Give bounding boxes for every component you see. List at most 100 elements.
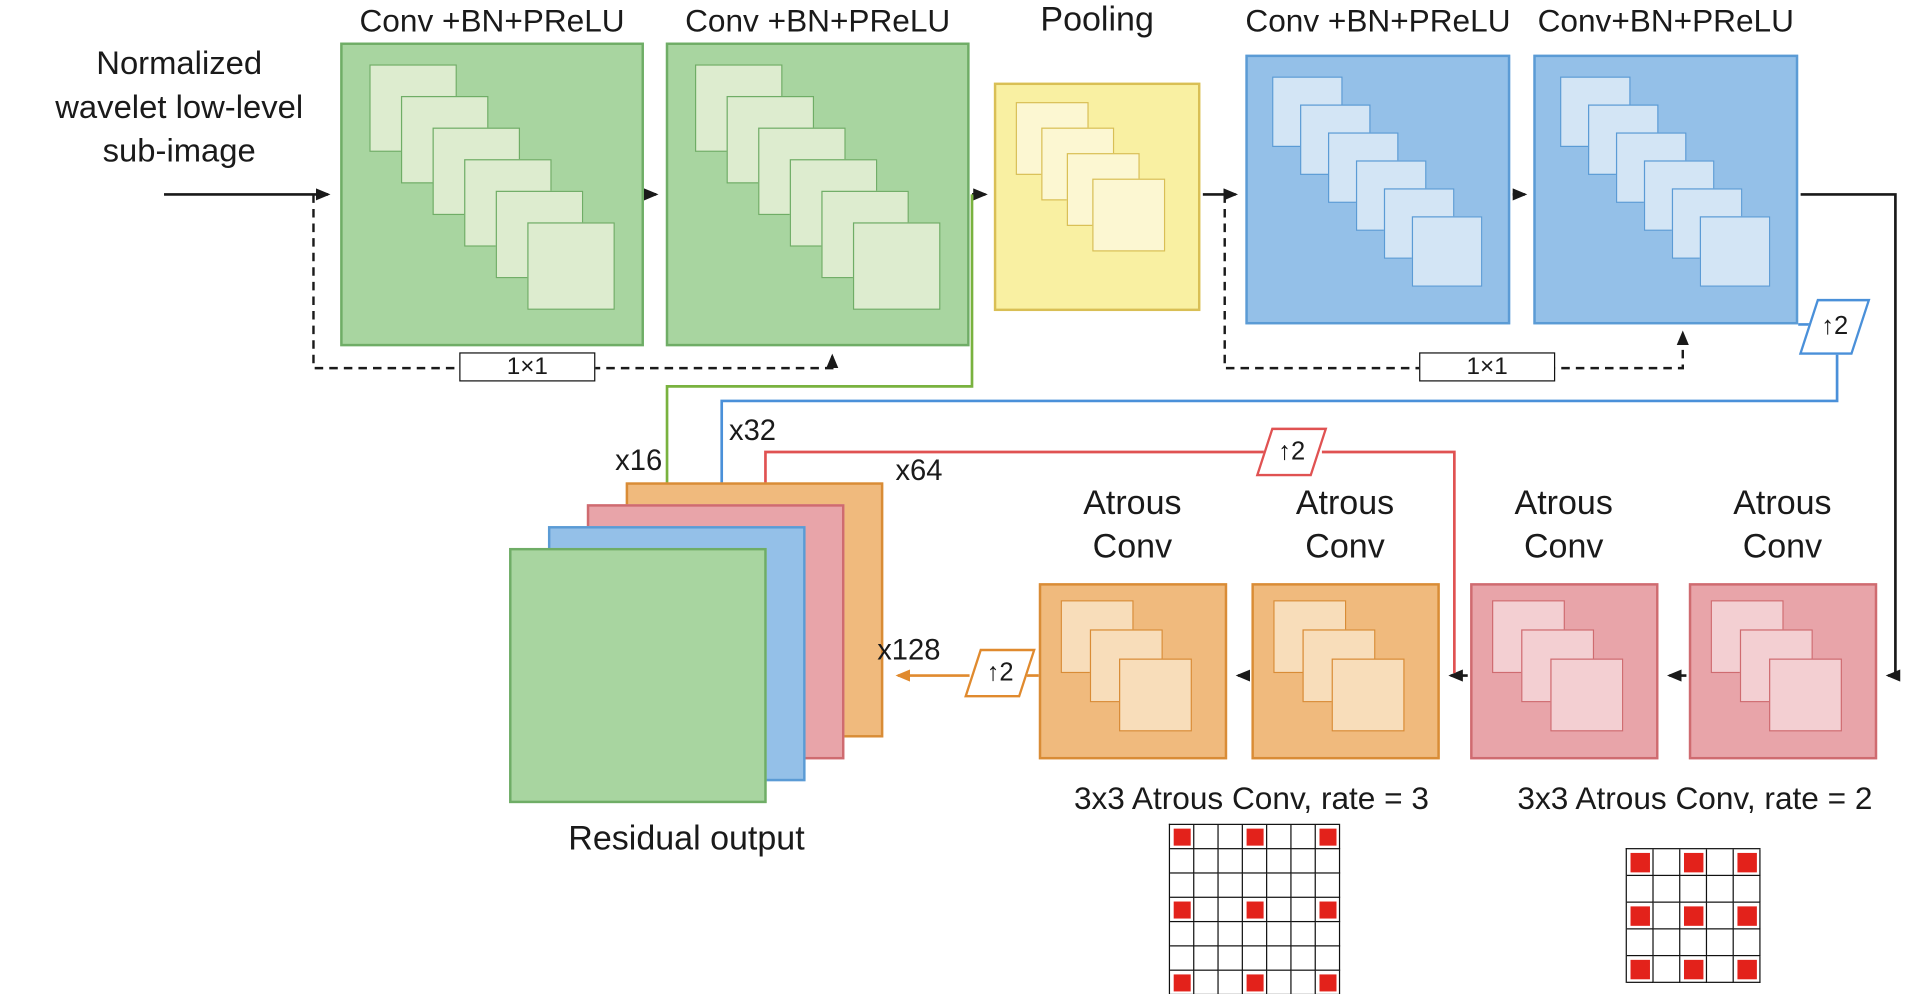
- grid-cell: [1218, 946, 1243, 971]
- upsample-x2-orange-label: ↑2: [986, 658, 1014, 687]
- grid-cell-marked: [1626, 956, 1654, 983]
- grid-cell: [1291, 922, 1316, 947]
- grid-cell-marked: [1170, 897, 1195, 923]
- grid-cell: [1626, 929, 1654, 957]
- atrous-block-red-2: [1688, 583, 1878, 760]
- grid-cell: [1626, 876, 1654, 903]
- grid-cell: [1315, 946, 1341, 971]
- grid-cell: [1733, 929, 1761, 957]
- channel-line-x32: [720, 352, 1839, 488]
- grid-cell: [1680, 929, 1708, 957]
- grid-cell: [1194, 946, 1219, 971]
- grid-cell: [1267, 824, 1292, 850]
- grid-cell: [1707, 902, 1734, 930]
- grid-cell: [1291, 873, 1316, 898]
- feature-map-square: [1092, 178, 1166, 252]
- channel-label-x16: x16: [615, 444, 663, 478]
- grid-cell-marked: [1626, 902, 1654, 930]
- grid-cell-marked: [1315, 897, 1341, 923]
- conv-blue2-title: Conv+BN+PReLU: [1537, 2, 1794, 39]
- feature-map-square: [1699, 216, 1771, 287]
- feature-map-square: [1550, 658, 1624, 732]
- grid-cell: [1194, 824, 1219, 850]
- atrous-block-orange-1: [1038, 583, 1228, 760]
- feature-map-square: [1331, 658, 1405, 732]
- grid-cell: [1653, 956, 1681, 983]
- channel-line-x64: [764, 450, 1267, 488]
- residual-layer-green: [509, 547, 767, 804]
- grid-cell: [1194, 970, 1219, 994]
- grid-cell-marked: [1170, 824, 1195, 850]
- grid-cell: [1315, 849, 1341, 874]
- skip-1x1-box-1: 1×1: [459, 352, 596, 382]
- flow-blue2-to-atrous: [1800, 193, 1901, 682]
- feature-map-square: [852, 222, 941, 310]
- grid-cell: [1653, 876, 1681, 903]
- grid-cell: [1218, 970, 1243, 994]
- grid-cell: [1242, 922, 1268, 947]
- grid-cell: [1218, 849, 1243, 874]
- grid-cell: [1291, 970, 1316, 994]
- upsample-x2-blue-label: ↑2: [1821, 312, 1849, 341]
- grid-cell: [1707, 929, 1734, 957]
- grid-cell: [1194, 873, 1219, 898]
- atrous1-title: Atrous Conv: [1083, 483, 1182, 565]
- feature-map-square: [527, 222, 615, 310]
- conv-block-blue-1: [1245, 54, 1511, 325]
- atrous3-title: Atrous Conv: [1514, 483, 1613, 565]
- channel-label-x128: x128: [877, 634, 941, 668]
- channel-label-x64: x64: [895, 454, 943, 488]
- feature-map-square: [1411, 216, 1483, 287]
- grid-cell: [1170, 922, 1195, 947]
- grid-cell: [1267, 897, 1292, 923]
- grid-cell: [1218, 873, 1243, 898]
- input-label: Normalized wavelet low-level sub-image: [55, 44, 304, 169]
- grid-cell: [1707, 849, 1734, 877]
- grid-cell: [1170, 849, 1195, 874]
- grid-cell-marked: [1680, 902, 1708, 930]
- grid-cell: [1170, 946, 1195, 971]
- grid-cell: [1315, 873, 1341, 898]
- grid-cell: [1170, 873, 1195, 898]
- grid-cell: [1218, 824, 1243, 850]
- grid-cell-marked: [1315, 970, 1341, 994]
- grid-cell: [1291, 824, 1316, 850]
- grid-cell: [1194, 849, 1219, 874]
- grid-cell-marked: [1170, 970, 1195, 994]
- atrous2-title: Atrous Conv: [1295, 483, 1395, 565]
- channel-line-x16: [665, 194, 974, 488]
- grid-cell: [1680, 876, 1708, 903]
- grid-cell-marked: [1680, 956, 1708, 983]
- grid-cell: [1242, 873, 1268, 898]
- pooling-block: [993, 82, 1201, 312]
- grid-cell: [1291, 897, 1316, 923]
- grid-cell-marked: [1315, 824, 1341, 850]
- grid-cell: [1242, 849, 1268, 874]
- channel-label-x32: x32: [729, 414, 777, 448]
- grid-cell-marked: [1733, 849, 1761, 877]
- conv-green2-title: Conv +BN+PReLU: [685, 2, 951, 39]
- skip-connection-2: [1223, 194, 1689, 370]
- grid-cell: [1242, 946, 1268, 971]
- skip-1x1-label-1: 1×1: [506, 352, 548, 380]
- grid-cell-marked: [1733, 902, 1761, 930]
- grid-cell: [1653, 902, 1681, 930]
- upsample-x2-red-label: ↑2: [1278, 437, 1306, 466]
- feature-map-square: [1769, 658, 1842, 732]
- atrous4-title: Atrous Conv: [1733, 483, 1832, 565]
- grid-cell: [1267, 849, 1292, 874]
- skip-1x1-box-2: 1×1: [1419, 352, 1556, 382]
- atrous-block-red-1: [1470, 583, 1659, 760]
- conv-green1-title: Conv +BN+PReLU: [359, 2, 625, 39]
- grid-cell-marked: [1680, 849, 1708, 877]
- conv-block-green-2: [665, 42, 970, 347]
- grid-cell: [1267, 873, 1292, 898]
- grid-cell: [1653, 929, 1681, 957]
- grid-cell-marked: [1626, 849, 1654, 877]
- atrous-block-orange-2: [1251, 583, 1440, 760]
- grid-cell-marked: [1733, 956, 1761, 983]
- grid-cell-marked: [1242, 824, 1268, 850]
- grid-cell: [1267, 922, 1292, 947]
